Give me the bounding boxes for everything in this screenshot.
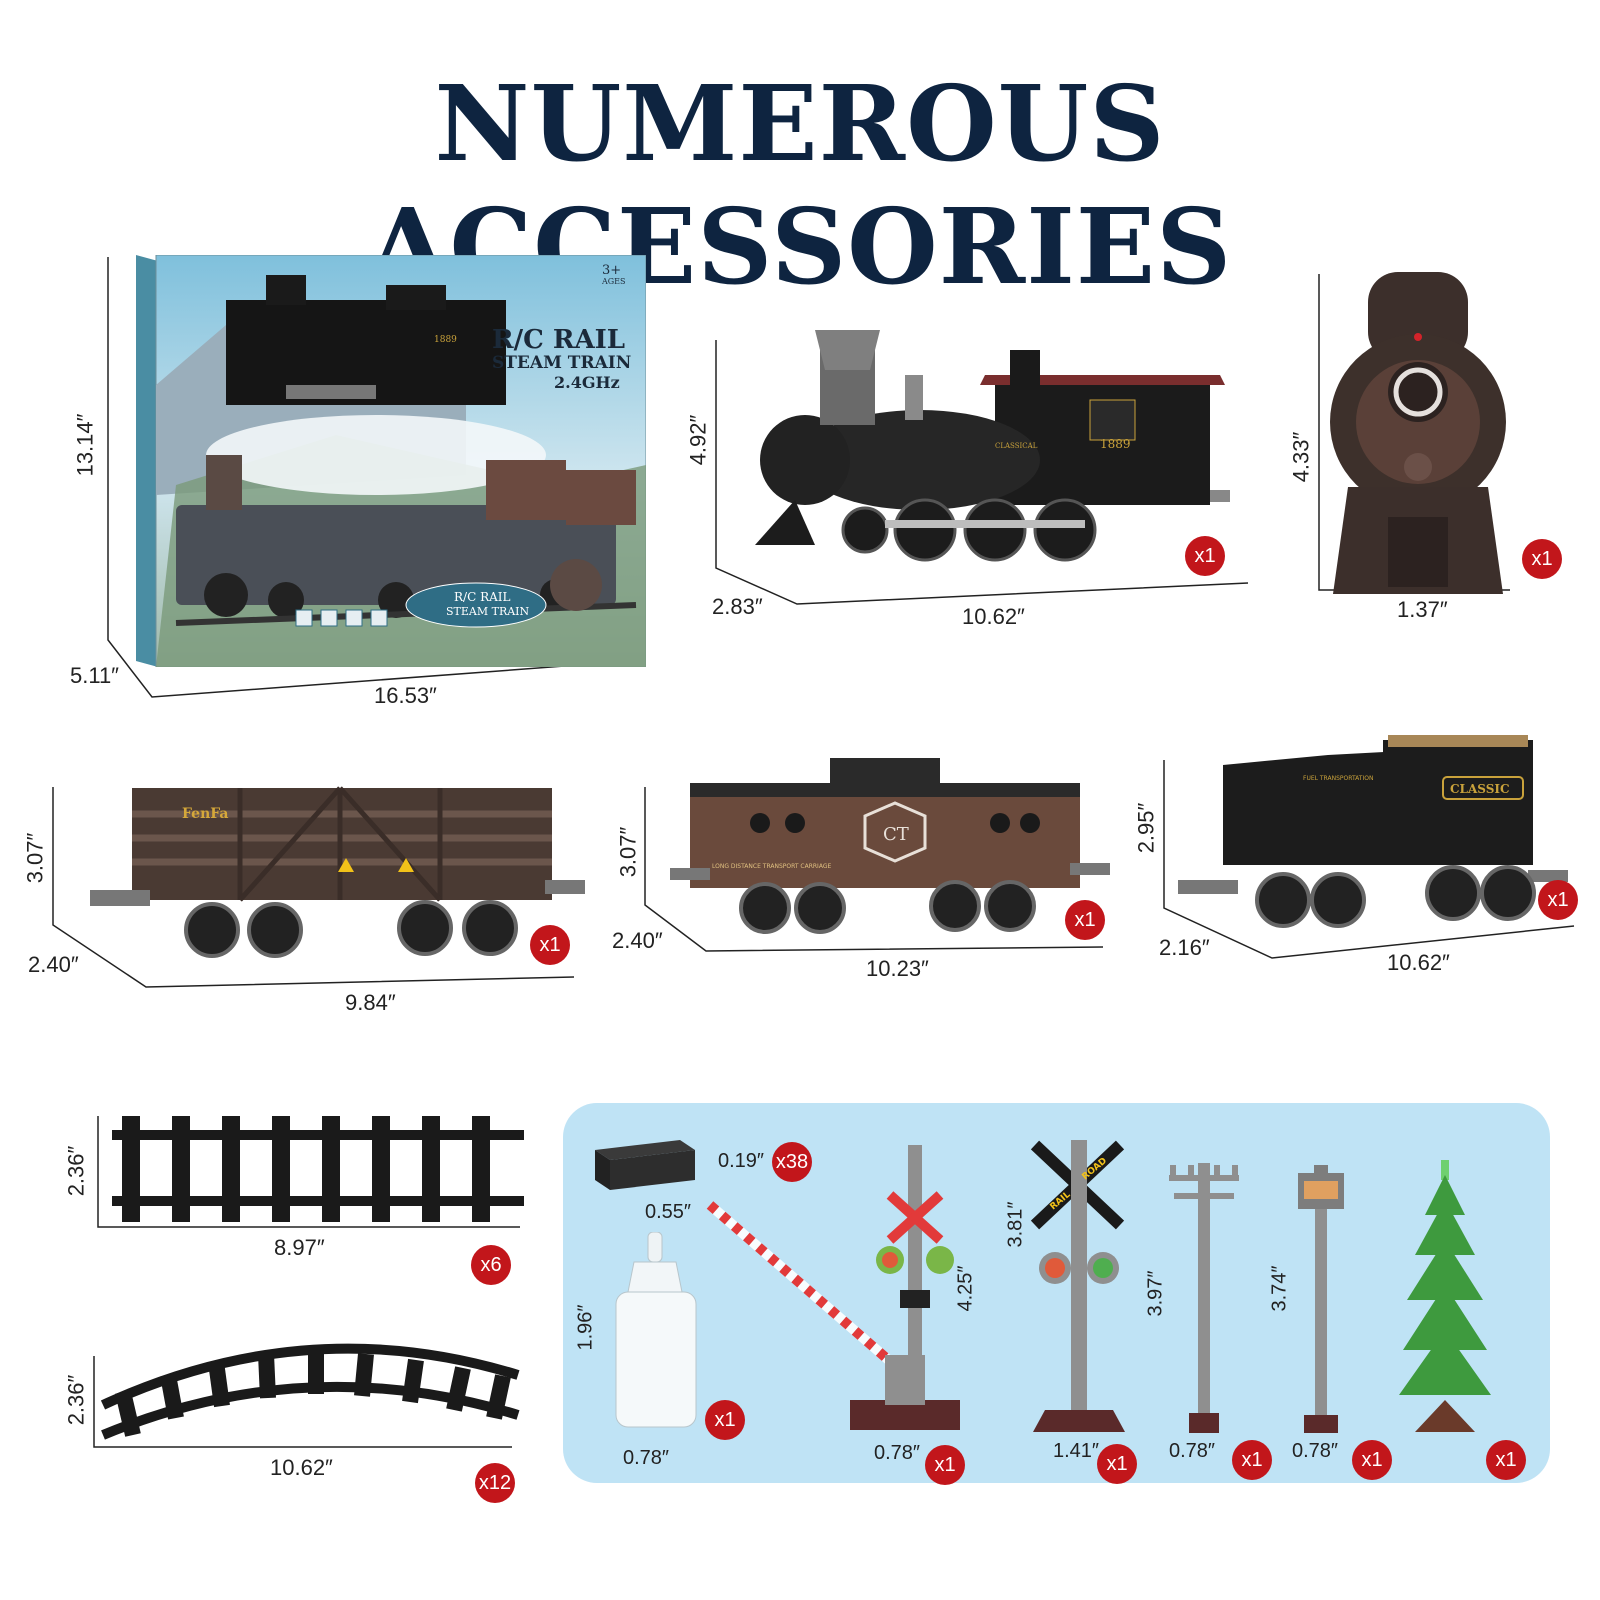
straight-track-length-label: 8.97″ xyxy=(274,1235,325,1260)
telegraph-pole-qty-badge: x1 xyxy=(1232,1440,1272,1480)
crossing-gate-width-label: 0.78″ xyxy=(874,1442,921,1464)
curved-track-qty-badge: x12 xyxy=(475,1463,515,1503)
locomotive-name: CLASSICAL xyxy=(995,442,1038,450)
oil-bottle-illustration xyxy=(615,1232,697,1428)
locomotive-length-label: 10.62″ xyxy=(962,604,1025,629)
smoke-block-width-label: 0.55″ xyxy=(645,1201,692,1223)
tender-depth-label: 2.16″ xyxy=(1159,935,1210,960)
box-width-label: 16.53″ xyxy=(374,683,437,708)
tree-qty-badge: x1 xyxy=(1486,1440,1526,1480)
street-lamp-qty-badge: x1 xyxy=(1352,1440,1392,1480)
locomotive-depth-label: 2.83″ xyxy=(712,594,763,619)
caboose-height-label: 3.07″ xyxy=(615,826,641,878)
cattle-car-height-label: 3.07″ xyxy=(22,832,48,884)
cattle-car-brand: FenFa xyxy=(182,806,229,822)
curved-track-illustration xyxy=(100,1343,520,1440)
box-height-label: 13.14″ xyxy=(72,413,98,477)
remote-width-label: 1.37″ xyxy=(1397,597,1448,622)
crossing-signal-qty-badge: x1 xyxy=(1097,1444,1137,1484)
remote-qty-badge: x1 xyxy=(1522,539,1562,579)
street-lamp-illustration xyxy=(1298,1165,1344,1433)
crossing-signal-illustration: RAIL ROAD xyxy=(1030,1140,1125,1432)
straight-track-illustration xyxy=(112,1116,524,1222)
cattle-car-illustration: FenFa xyxy=(90,786,585,958)
tender-height-label: 2.95″ xyxy=(1133,802,1159,854)
telegraph-pole-height-label: 3.97″ xyxy=(1144,1270,1167,1317)
cattle-car-qty-badge: x1 xyxy=(530,925,570,965)
box-loco-number: 1889 xyxy=(434,335,457,345)
street-lamp-width-label: 0.78″ xyxy=(1292,1440,1339,1462)
tender-qty-badge: x1 xyxy=(1538,880,1578,920)
box-badge-line2: STEAM TRAIN xyxy=(446,605,530,618)
caboose-qty-badge: x1 xyxy=(1065,900,1105,940)
remote-control-illustration xyxy=(1330,272,1506,594)
caboose-length-label: 10.23″ xyxy=(866,956,929,981)
box-illustration xyxy=(136,254,647,668)
locomotive-number: 1889 xyxy=(1100,437,1131,451)
tender-illustration: CLASSIC FUEL TRANSPORTATION xyxy=(1178,735,1568,928)
caboose-depth-label: 2.40″ xyxy=(612,928,663,953)
crossing-gate-height-label: 4.25″ xyxy=(954,1265,977,1312)
box-depth-label: 5.11″ xyxy=(70,663,119,688)
crossing-signal-width-label: 1.41″ xyxy=(1053,1440,1100,1462)
crossing-gate-qty-badge: x1 xyxy=(925,1445,965,1485)
box-age-label: AGES xyxy=(602,277,626,286)
caboose-logo: CT xyxy=(883,824,909,845)
box-age-number: 3+ xyxy=(602,263,622,278)
curved-track-height-label: 2.36″ xyxy=(63,1374,89,1426)
locomotive-illustration: 1889 CLASSICAL xyxy=(755,330,1230,562)
oil-bottle-height-label: 1.96″ xyxy=(574,1304,597,1351)
caboose-illustration: CT LONG DISTANCE TRANSPORT CARRIAGE xyxy=(670,758,1110,934)
locomotive-qty-badge: x1 xyxy=(1185,536,1225,576)
tender-plate: CLASSIC xyxy=(1450,782,1510,796)
straight-track-height-label: 2.36″ xyxy=(63,1145,89,1197)
tender-length-label: 10.62″ xyxy=(1387,950,1450,975)
street-lamp-height-label: 3.74″ xyxy=(1268,1265,1291,1312)
straight-track-qty-badge: x6 xyxy=(471,1245,511,1285)
product-box: R/C RAIL STEAM TRAIN 2.4GHz 3+ AGES 1889… xyxy=(136,254,647,668)
smoke-block-height-label: 0.19″ xyxy=(718,1150,765,1172)
cattle-car-length-label: 9.84″ xyxy=(345,990,396,1015)
box-art-frequency: 2.4GHz xyxy=(554,373,620,392)
tree-illustration xyxy=(1399,1160,1491,1432)
telegraph-pole-illustration xyxy=(1169,1163,1239,1433)
crossing-signal-height-label: 3.81″ xyxy=(1004,1201,1027,1248)
caboose-side-text: LONG DISTANCE TRANSPORT CARRIAGE xyxy=(712,863,831,870)
telegraph-pole-width-label: 0.78″ xyxy=(1169,1440,1216,1462)
page-title: NUMEROUS ACCESSORIES xyxy=(367,62,1233,308)
curved-track-length-label: 10.62″ xyxy=(270,1455,333,1480)
smoke-block-qty-badge: x38 xyxy=(772,1142,812,1182)
oil-bottle-qty-badge: x1 xyxy=(705,1400,745,1440)
box-badge-line1: R/C RAIL xyxy=(454,590,511,604)
smoke-block-illustration xyxy=(595,1140,695,1190)
crossing-gate-illustration xyxy=(706,1145,960,1430)
box-art-title: R/C RAIL xyxy=(492,325,626,355)
cattle-car-depth-label: 2.40″ xyxy=(28,952,79,977)
oil-bottle-width-label: 0.78″ xyxy=(623,1447,670,1469)
box-art-subtitle: STEAM TRAIN xyxy=(492,353,632,373)
locomotive-height-label: 4.92″ xyxy=(685,414,711,466)
tender-side-text: FUEL TRANSPORTATION xyxy=(1303,775,1373,782)
remote-height-label: 4.33″ xyxy=(1288,431,1314,483)
